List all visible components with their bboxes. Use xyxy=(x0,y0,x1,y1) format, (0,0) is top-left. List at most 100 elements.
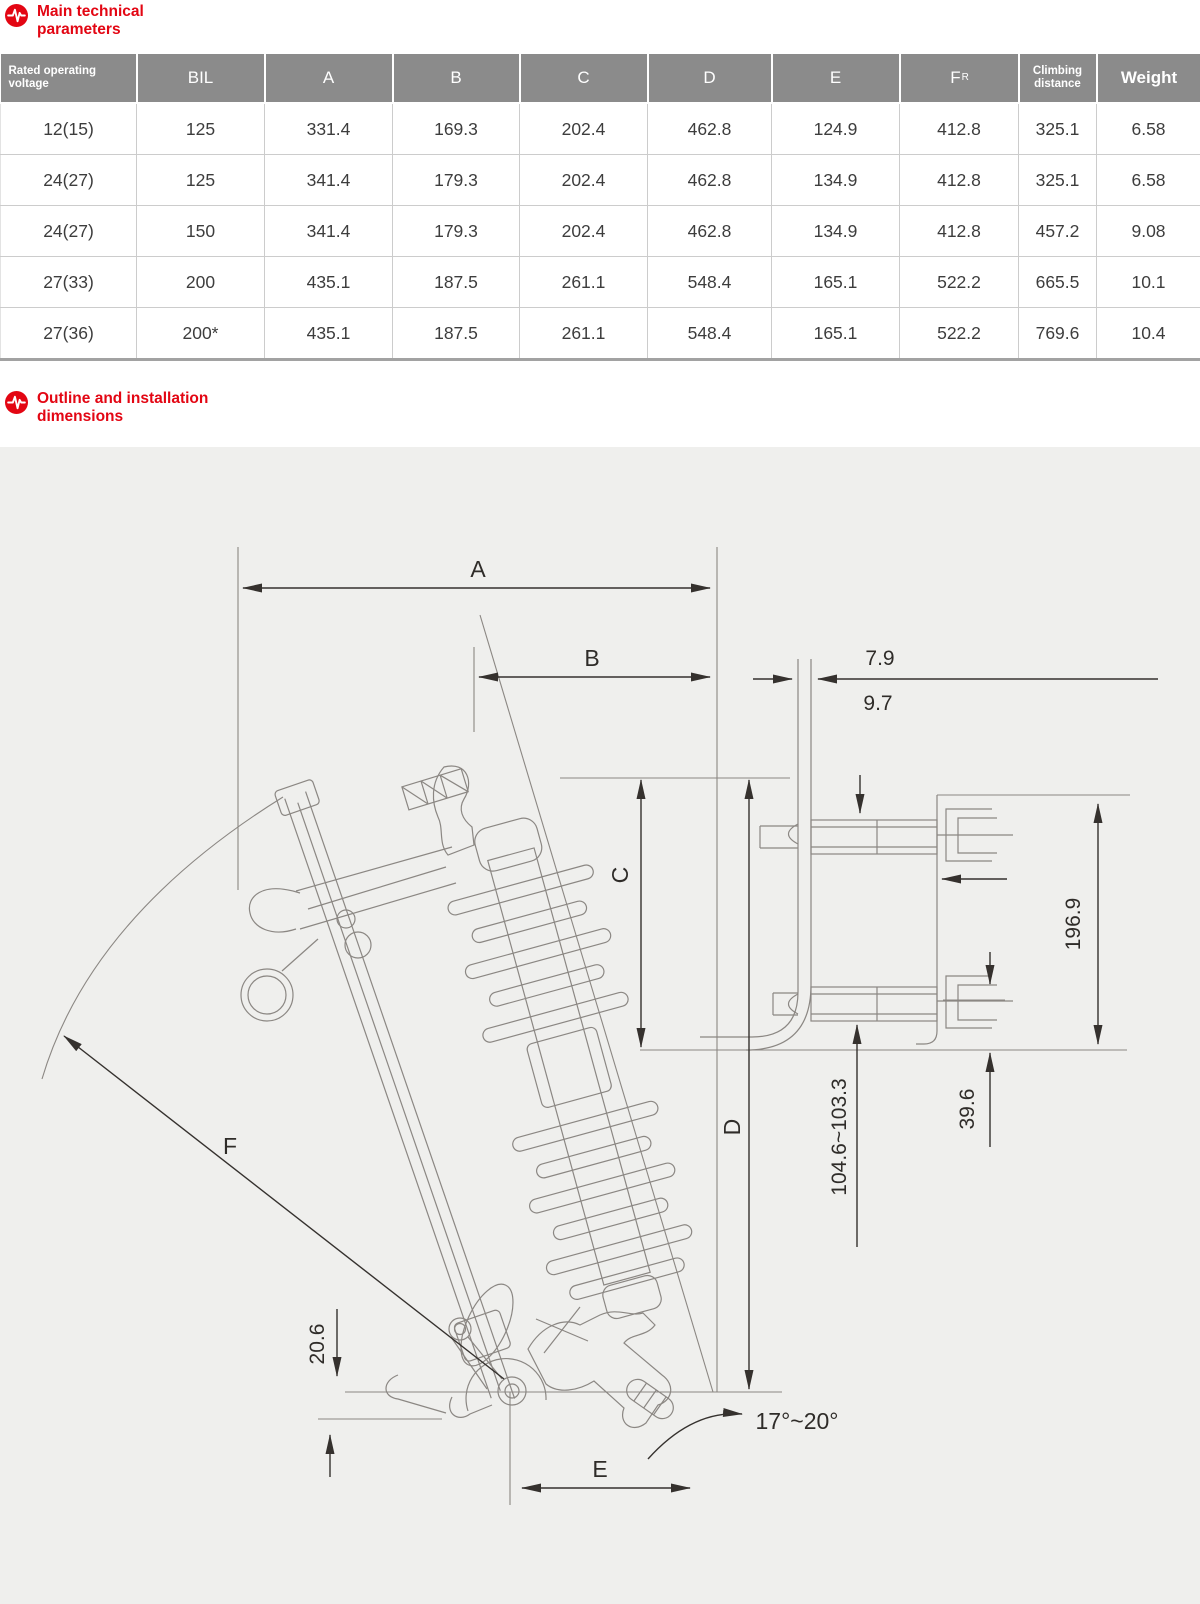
cell: 341.4 xyxy=(265,206,393,257)
cell: 462.8 xyxy=(648,103,772,155)
label-base-offset: 20.6 xyxy=(306,1324,329,1365)
table-row: 12(15) 125 331.4 169.3 202.4 462.8 124.9… xyxy=(1,103,1200,155)
insulator xyxy=(430,804,709,1334)
tube-top-cap xyxy=(433,766,474,855)
title-line: dimensions xyxy=(37,408,208,426)
cell: 200* xyxy=(137,308,265,360)
cell: 325.1 xyxy=(1019,155,1097,206)
col-header-weight: Weight xyxy=(1097,54,1200,103)
cell: 522.2 xyxy=(900,308,1019,360)
drawing-panel: A B 7.9 9.7 C D 196.9 104.6~103.3 39.6 2… xyxy=(0,447,1200,1604)
pulse-icon xyxy=(5,391,28,414)
cell: 435.1 xyxy=(265,308,393,360)
cell: 179.3 xyxy=(393,206,520,257)
cell: 261.1 xyxy=(520,257,648,308)
label-plate-2: 9.7 xyxy=(863,692,892,715)
cell: 331.4 xyxy=(265,103,393,155)
section-title-outline: Outline and installation dimensions xyxy=(0,387,1200,426)
label-B: B xyxy=(584,645,599,671)
cell: 261.1 xyxy=(520,308,648,360)
title-line: Outline and installation xyxy=(37,390,208,408)
cell: 187.5 xyxy=(393,257,520,308)
cell: 187.5 xyxy=(393,308,520,360)
cell: 665.5 xyxy=(1019,257,1097,308)
dimension-labels: A B 7.9 9.7 C D 196.9 104.6~103.3 39.6 2… xyxy=(223,556,1085,1482)
label-D: D xyxy=(719,1119,745,1136)
col-header-c: C xyxy=(520,54,648,103)
cell: 165.1 xyxy=(772,257,900,308)
col-header-b: B xyxy=(393,54,520,103)
col-header-rated-voltage: Rated operating voltage xyxy=(1,54,137,103)
fuse-cutout-device xyxy=(241,659,1013,1427)
col-header-a: A xyxy=(265,54,393,103)
title-line: Main technical xyxy=(37,3,144,21)
label-F: F xyxy=(223,1133,237,1159)
label-E: E xyxy=(592,1456,607,1482)
cell: 134.9 xyxy=(772,206,900,257)
outline-drawing: A B 7.9 9.7 C D 196.9 104.6~103.3 39.6 2… xyxy=(0,447,1200,1604)
cell: 134.9 xyxy=(772,155,900,206)
cell: 165.1 xyxy=(772,308,900,360)
extension-lines xyxy=(42,547,1130,1505)
cell: 522.2 xyxy=(900,257,1019,308)
fuse-tube xyxy=(270,778,528,1410)
lower-bolt xyxy=(937,976,1013,1028)
cell: 27(36) xyxy=(1,308,137,360)
dim-F xyxy=(64,1036,504,1379)
cell: 435.1 xyxy=(265,257,393,308)
technical-parameters-table: Rated operating voltage BIL A B C D E FR… xyxy=(0,54,1200,361)
cell: 125 xyxy=(137,103,265,155)
cell: 125 xyxy=(137,155,265,206)
title-line: parameters xyxy=(37,21,144,39)
cell: 9.08 xyxy=(1097,206,1200,257)
lower-hinge xyxy=(386,1277,678,1428)
cell: 462.8 xyxy=(648,206,772,257)
cell: 769.6 xyxy=(1019,308,1097,360)
cell: 202.4 xyxy=(520,103,648,155)
cell: 462.8 xyxy=(648,155,772,206)
table-header-row: Rated operating voltage BIL A B C D E FR… xyxy=(1,54,1200,103)
cell: 10.1 xyxy=(1097,257,1200,308)
pull-ring xyxy=(241,969,293,1021)
cell: 548.4 xyxy=(648,257,772,308)
table-row: 27(33) 200 435.1 187.5 261.1 548.4 165.1… xyxy=(1,257,1200,308)
col-header-f: FR xyxy=(900,54,1019,103)
col-header-d: D xyxy=(648,54,772,103)
cell: 124.9 xyxy=(772,103,900,155)
cell: 6.58 xyxy=(1097,155,1200,206)
label-bracket-height: 196.9 xyxy=(1062,898,1085,951)
section-title-text: Outline and installation dimensions xyxy=(37,390,208,426)
col-header-climbing-distance: Climbing distance xyxy=(1019,54,1097,103)
cell: 27(33) xyxy=(1,257,137,308)
cell: 412.8 xyxy=(900,206,1019,257)
cell: 169.3 xyxy=(393,103,520,155)
bracket-plate xyxy=(916,795,937,1044)
cell: 412.8 xyxy=(900,103,1019,155)
cell: 10.4 xyxy=(1097,308,1200,360)
cell: 341.4 xyxy=(265,155,393,206)
col-header-e: E xyxy=(772,54,900,103)
dimension-lines xyxy=(64,588,1158,1488)
cell: 24(27) xyxy=(1,155,137,206)
pulse-icon xyxy=(5,4,28,27)
cell: 202.4 xyxy=(520,206,648,257)
section-title-parameters: Main technical parameters xyxy=(0,0,1200,39)
label-hole-edge: 39.6 xyxy=(956,1089,979,1130)
cell: 325.1 xyxy=(1019,103,1097,155)
cell: 202.4 xyxy=(520,155,648,206)
cell: 457.2 xyxy=(1019,206,1097,257)
cell: 12(15) xyxy=(1,103,137,155)
cell: 412.8 xyxy=(900,155,1019,206)
label-plate-1: 7.9 xyxy=(865,647,894,670)
upper-contact xyxy=(241,766,474,1021)
cell: 200 xyxy=(137,257,265,308)
label-mount-angle: 17°~20° xyxy=(756,1408,839,1434)
upper-bolt xyxy=(937,809,1013,861)
cell: 179.3 xyxy=(393,155,520,206)
table-row: 27(36) 200* 435.1 187.5 261.1 548.4 165.… xyxy=(1,308,1200,360)
section-title-text: Main technical parameters xyxy=(37,3,144,39)
cell: 24(27) xyxy=(1,206,137,257)
terminal-connector xyxy=(402,769,468,810)
dim-angle-arc xyxy=(648,1414,742,1459)
